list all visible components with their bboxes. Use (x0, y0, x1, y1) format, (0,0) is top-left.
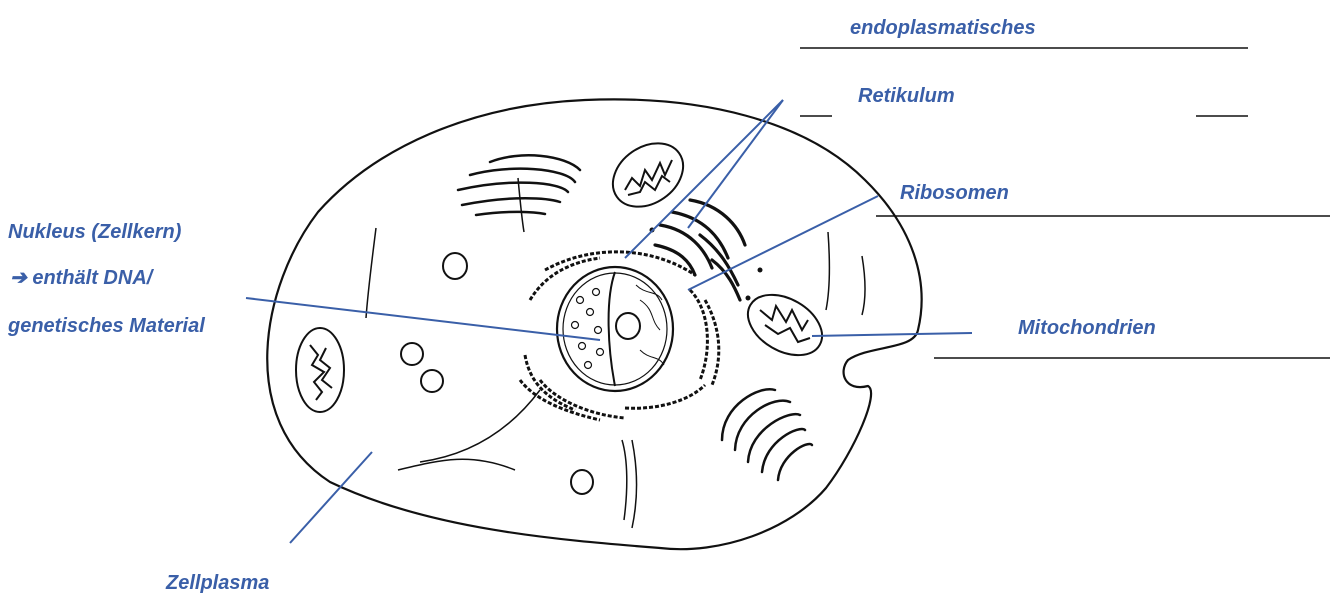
mitochondrion-left (296, 328, 344, 412)
nucleus-pores (572, 289, 604, 369)
mitochondrion-top (601, 130, 695, 219)
label-nukleus-material: genetisches Material (8, 316, 205, 336)
pointer-er-strands (688, 100, 783, 228)
pointer-er-nucleus (625, 100, 783, 258)
cell-membrane (267, 99, 921, 549)
pointer-zellplasma (290, 452, 372, 543)
label-er-line2: Retikulum (858, 86, 955, 106)
cytoskeleton-fibers (366, 178, 865, 528)
mitochondrion-right (737, 282, 832, 367)
label-ribosomen: Ribosomen (900, 183, 1009, 203)
label-mitochondrien: Mitochondrien (1018, 318, 1156, 338)
label-nukleus-title: Nukleus (Zellkern) (8, 222, 181, 242)
label-nukleus-dna: ➔ enthält DNA/ (10, 268, 152, 288)
label-er-line1: endoplasmatisches (850, 18, 1036, 38)
golgi-apparatus-bottom (722, 389, 812, 480)
pointer-mitochondrien (812, 333, 972, 336)
pointer-nukleus (246, 298, 600, 340)
vesicles (401, 253, 593, 494)
label-zellplasma: Zellplasma (166, 573, 269, 593)
